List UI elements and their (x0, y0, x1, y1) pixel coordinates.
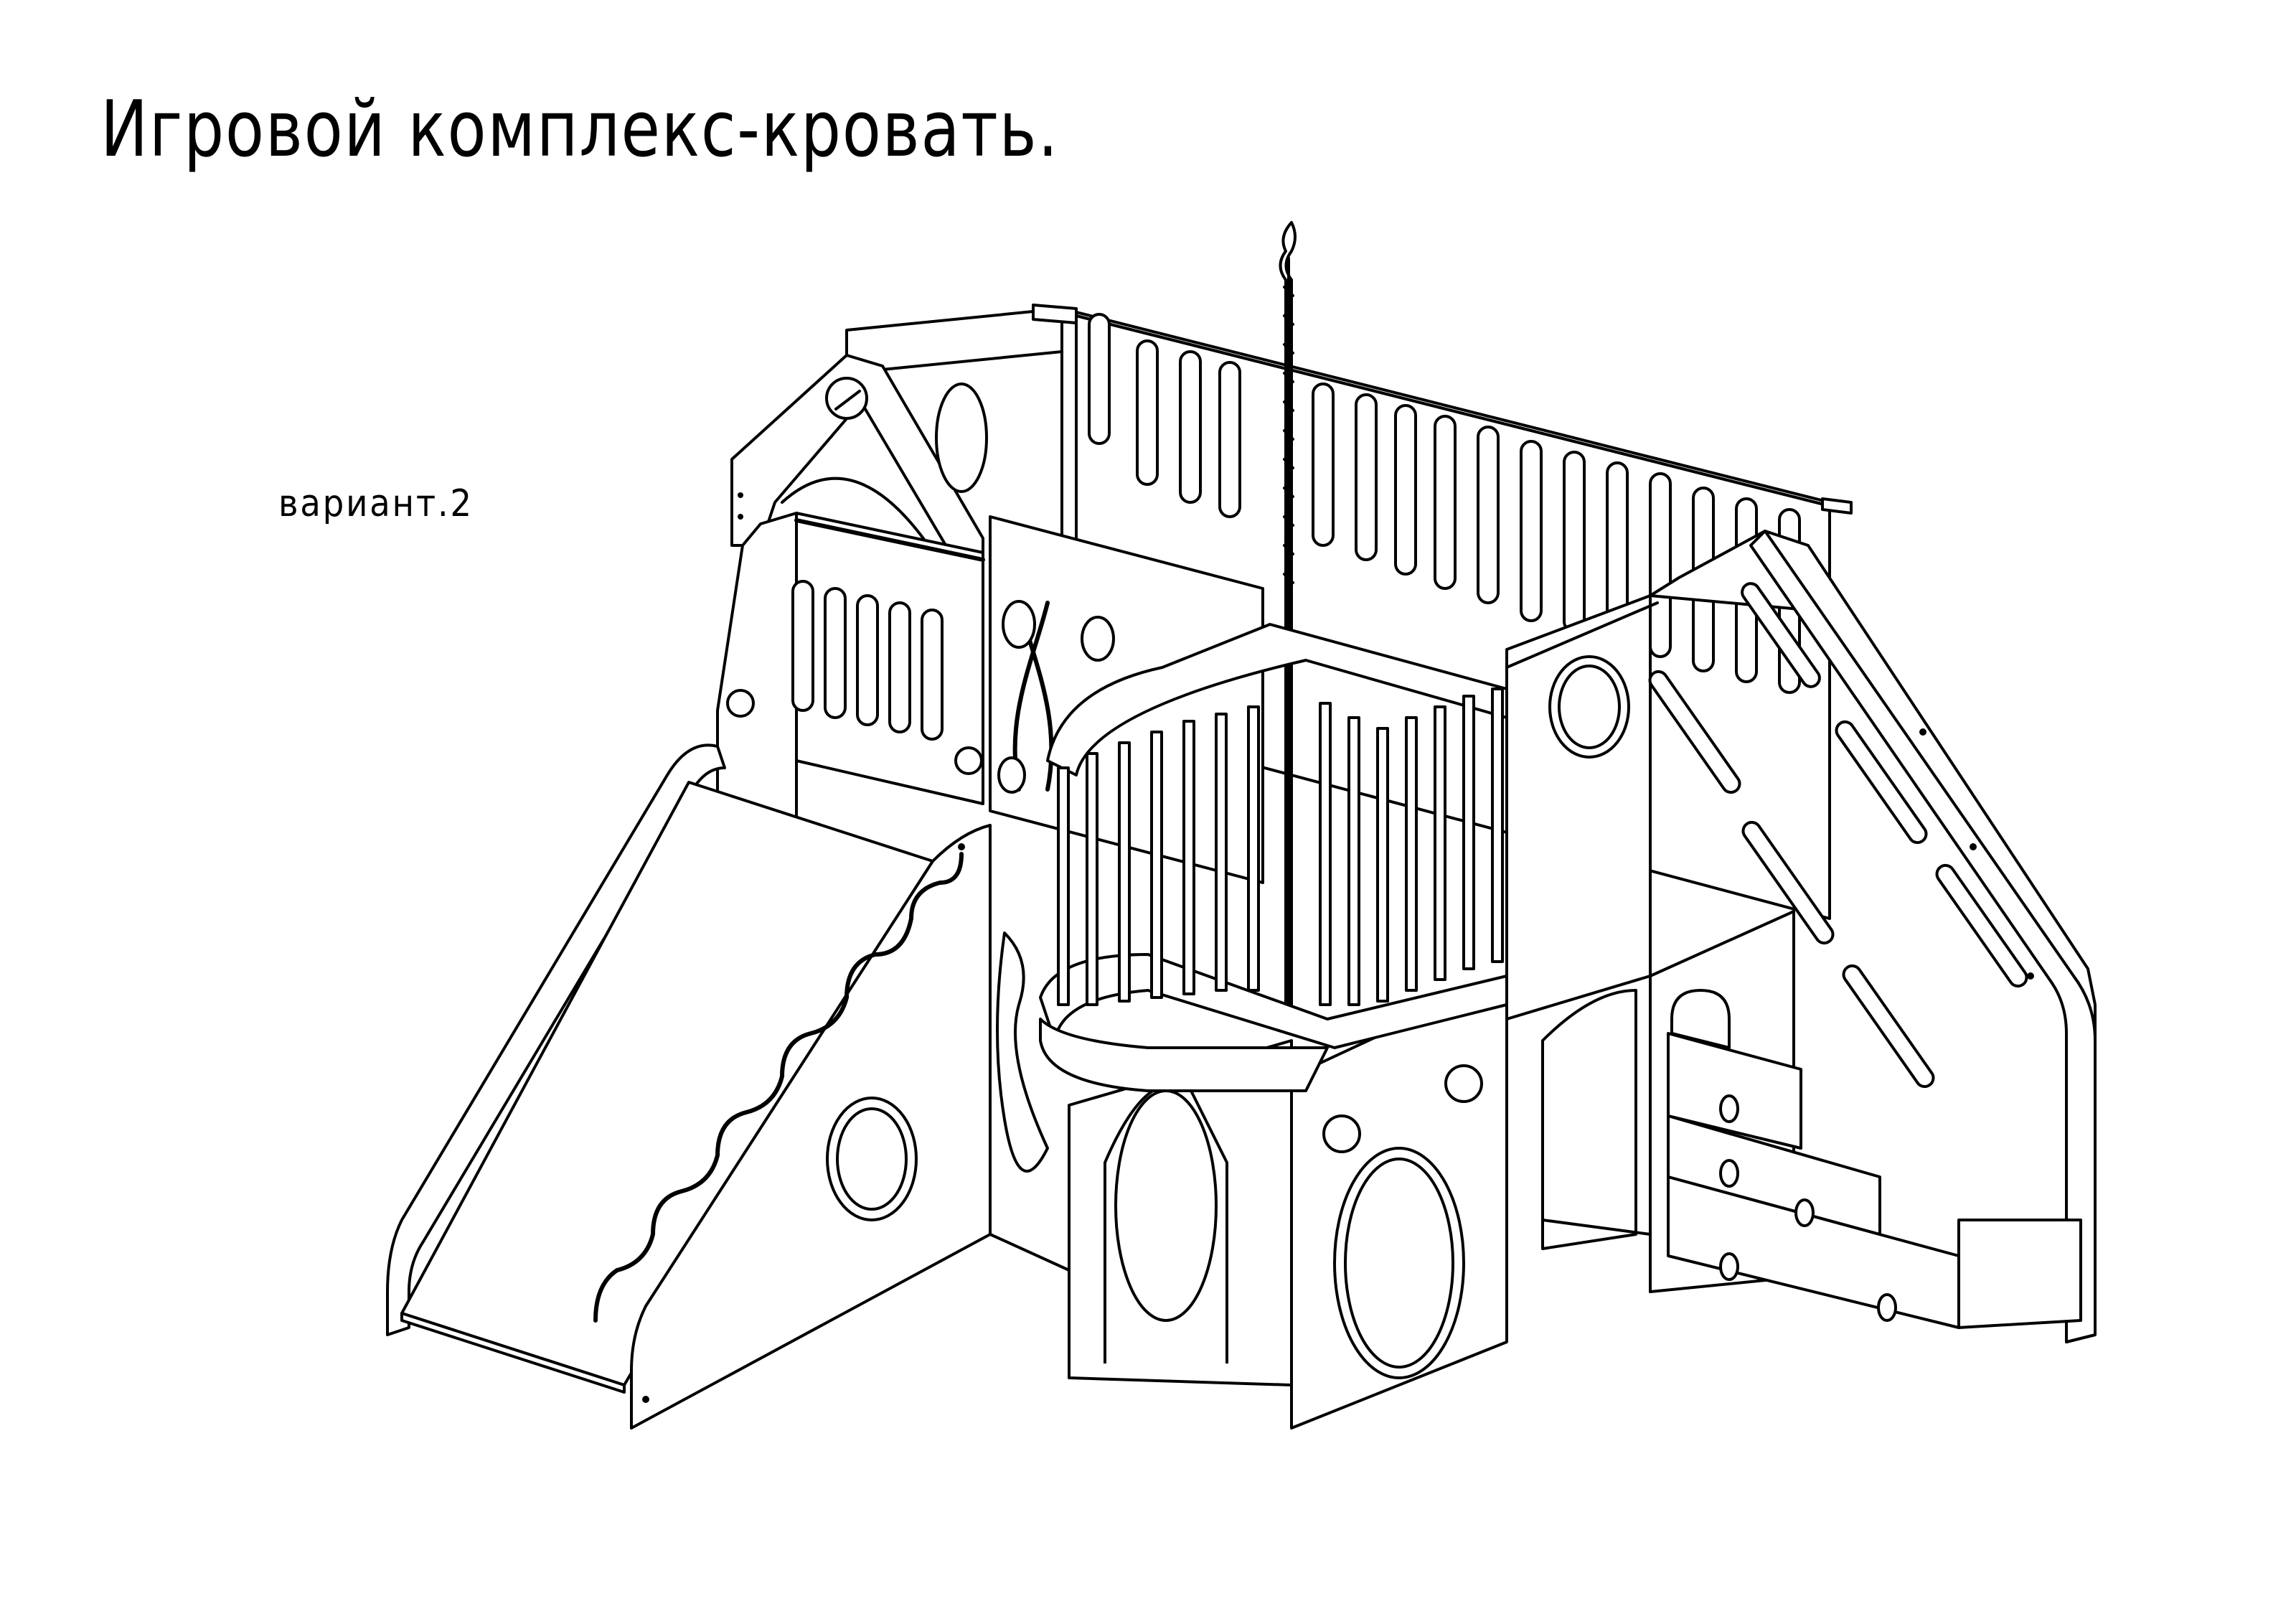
tunnel-base (1068, 975, 1637, 1430)
storage-steps (1667, 1032, 2082, 1329)
wavy-side-panel (593, 824, 992, 1430)
ladder-panel (1648, 530, 2097, 1343)
balusters (1057, 687, 1504, 1006)
variant-label: вариант.2 (278, 482, 474, 525)
base-plinth (989, 1219, 1652, 1272)
right-upper-panel (1505, 594, 1659, 1020)
slide (386, 743, 934, 1394)
balcony (996, 623, 1508, 1173)
page-title: Игровой комплекс-кровать. (100, 85, 1060, 174)
left-upper-panel (716, 512, 985, 820)
